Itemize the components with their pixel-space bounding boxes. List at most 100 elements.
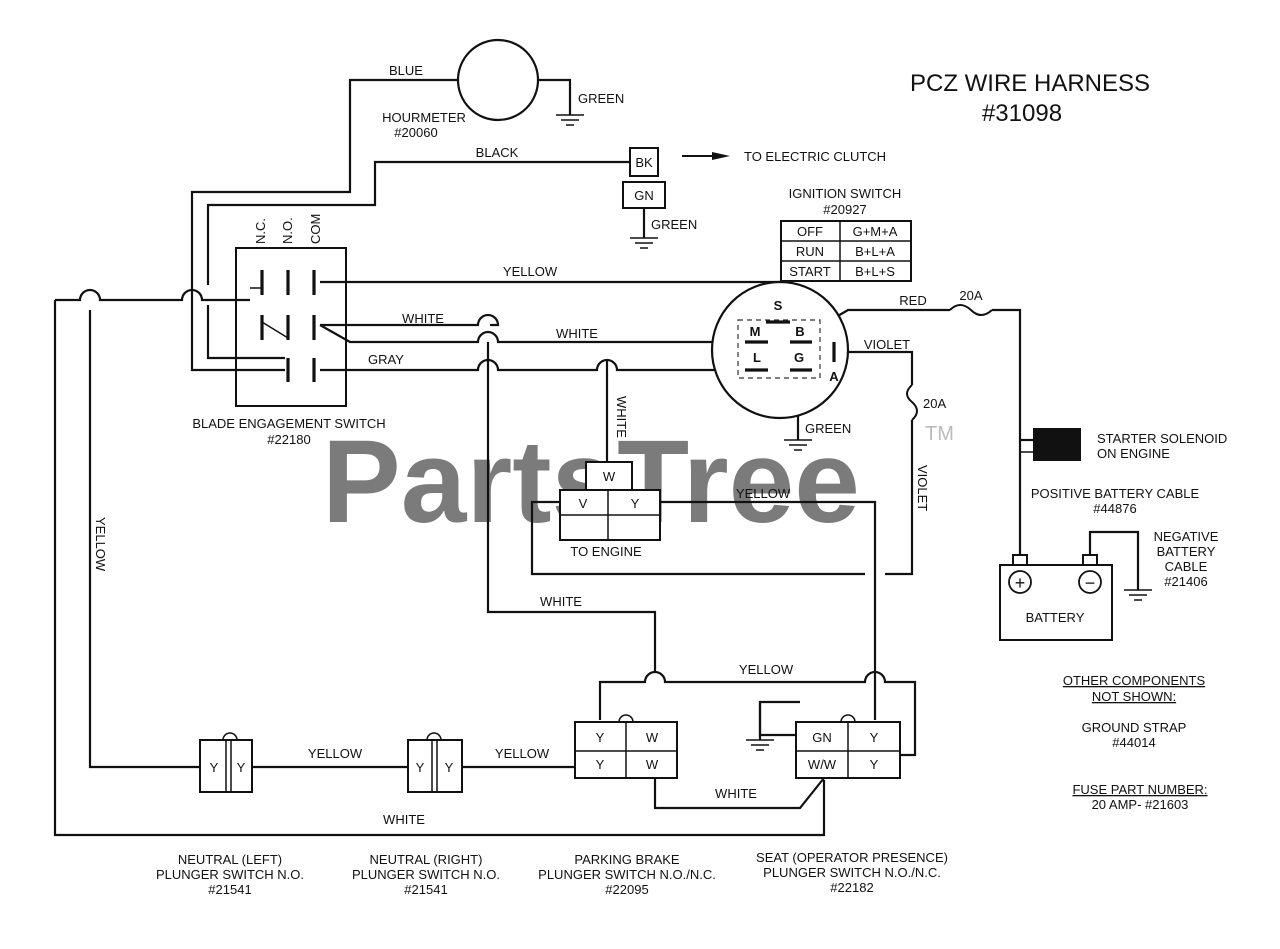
ignition-pos-run: RUN (796, 244, 824, 259)
hourmeter-part: #20060 (394, 125, 437, 140)
wire-label-yellow-neutral2: YELLOW (495, 746, 550, 761)
wire-label-green-clutch: GREEN (651, 217, 697, 232)
wire-label-white-mid: WHITE (556, 326, 598, 341)
neutral-right-y2: Y (445, 760, 454, 775)
fuse-value: 20 AMP- #21603 (1092, 797, 1189, 812)
seat-tl: GN (812, 730, 832, 745)
starter-label-1: STARTER SOLENOID (1097, 431, 1227, 446)
neutral-left-label-2: PLUNGER SWITCH N.O. (156, 867, 304, 882)
hourmeter-label: HOURMETER (382, 110, 466, 125)
ignition-label: IGNITION SWITCH (789, 186, 902, 201)
terminal-m: M (750, 324, 761, 339)
wire-label-blue: BLUE (389, 63, 423, 78)
clutch-bk: BK (635, 155, 653, 170)
ignition-pos-start: START (789, 264, 830, 279)
wire-label-fuse-right: 20A (923, 396, 946, 411)
seat-label-2: PLUNGER SWITCH N.O./N.C. (763, 865, 941, 880)
ground-icon (784, 439, 812, 451)
brake-br: W (646, 757, 659, 772)
arrowhead-icon (712, 152, 730, 160)
positive-cable-part: #44876 (1093, 501, 1136, 516)
watermark-tm: TM (925, 423, 954, 445)
neutral-left-switch: Y Y NEUTRAL (LEFT) PLUNGER SWITCH N.O. #… (156, 732, 304, 897)
ignition-switch-body (710, 280, 850, 420)
starter-label-2: ON ENGINE (1097, 446, 1170, 461)
blade-header-com: COM (308, 214, 323, 244)
parking-brake-switch: Y W Y W PARKING BRAKE PLUNGER SWITCH N.O… (538, 714, 716, 897)
wire-label-green-ignition: GREEN (805, 421, 851, 436)
wire-label-yellow-lower: YELLOW (739, 662, 794, 677)
clutch-destination: TO ELECTRIC CLUTCH (744, 149, 886, 164)
brake-tl: Y (596, 730, 605, 745)
neutral-left-y1: Y (210, 760, 219, 775)
fuse-icon (906, 384, 918, 421)
brake-part: #22095 (605, 882, 648, 897)
seat-part: #22182 (830, 880, 873, 895)
wire-label-yellow-top: YELLOW (503, 264, 558, 279)
engine-connector: W V Y TO ENGINE (559, 461, 661, 559)
fuse-heading: FUSE PART NUMBER: (1072, 782, 1207, 797)
wire-label-gray: GRAY (368, 352, 404, 367)
neutral-left-part: #21541 (208, 882, 251, 897)
starter-solenoid: STARTER SOLENOID ON ENGINE (1020, 428, 1227, 461)
diagram-part-number: #31098 (982, 100, 1062, 127)
wire-label-fuse-top: 20A (959, 288, 982, 303)
fuse-icon (949, 304, 993, 316)
ignition-switch: IGNITION SWITCH #20927 OFF G+M+A RUN B+L… (710, 186, 912, 420)
wire-label-violet-side: VIOLET (915, 465, 930, 511)
wire-label-black: BLACK (476, 145, 519, 160)
ignition-conn-start: B+L+S (855, 264, 895, 279)
ignition-table: OFF G+M+A RUN B+L+A START B+L+S (780, 220, 912, 282)
neutral-left-label-1: NEUTRAL (LEFT) (178, 852, 282, 867)
blade-header-no: N.O. (280, 217, 295, 244)
seat-tr: Y (870, 730, 879, 745)
neutral-right-switch: Y Y NEUTRAL (RIGHT) PLUNGER SWITCH N.O. … (352, 732, 500, 897)
diagram-title: PCZ WIRE HARNESS (910, 70, 1150, 97)
terminal-l: L (753, 350, 761, 365)
brake-label-1: PARKING BRAKE (574, 852, 680, 867)
battery-label: BATTERY (1026, 610, 1085, 625)
neutral-right-label-2: PLUNGER SWITCH N.O. (352, 867, 500, 882)
blade-engagement-switch: N.C. N.O. COM BLADE ENGAGEMENT SWITCH #2… (192, 214, 385, 447)
engine-y: Y (631, 496, 640, 511)
ground-icon (1124, 589, 1152, 601)
ground-strap-part: #44014 (1112, 735, 1155, 750)
terminal-s: S (774, 298, 783, 313)
terminal-a: A (829, 369, 839, 384)
wire-label-yellow-engine: YELLOW (736, 486, 791, 501)
engine-label: TO ENGINE (570, 544, 642, 559)
wire-labels: BLUE GREEN BLACK GREEN YELLOW WHITE WHIT… (93, 63, 983, 827)
engine-w: W (603, 469, 616, 484)
wire-label-white-vertical: WHITE (614, 396, 629, 438)
minus-icon (1078, 570, 1102, 594)
battery-minus: − (1085, 573, 1096, 593)
negative-cable-2: BATTERY (1157, 544, 1216, 559)
seat-label-1: SEAT (OPERATOR PRESENCE) (756, 850, 948, 865)
engine-v: V (579, 496, 588, 511)
wire-label-yellow-left: YELLOW (93, 517, 108, 572)
battery: POSITIVE BATTERY CABLE #44876 NEGATIVE B… (999, 486, 1219, 641)
wire-label-green-hourmeter: GREEN (578, 91, 624, 106)
negative-cable-part: #21406 (1164, 574, 1207, 589)
clutch-gn: GN (634, 188, 654, 203)
positive-cable-label: POSITIVE BATTERY CABLE (1031, 486, 1200, 501)
fuses (906, 304, 993, 421)
wire-label-violet-top: VIOLET (864, 337, 910, 352)
ground-strap-label: GROUND STRAP (1082, 720, 1187, 735)
ground-icon (630, 237, 658, 249)
wire-label-red: RED (899, 293, 926, 308)
terminal-b: B (795, 324, 804, 339)
blade-header-nc: N.C. (253, 218, 268, 244)
battery-plus: + (1015, 573, 1026, 593)
wire-label-white-brake: WHITE (715, 786, 757, 801)
clutch-connector: BK GN TO ELECTRIC CLUTCH (622, 147, 886, 209)
wire-label-white-switch: WHITE (402, 311, 444, 326)
ignition-conn-off: G+M+A (853, 224, 898, 239)
negative-cable-3: CABLE (1165, 559, 1208, 574)
hourmeter: HOURMETER #20060 (382, 38, 540, 140)
wire-label-white-lower: WHITE (540, 594, 582, 609)
seat-bl: W/W (808, 757, 837, 772)
blade-switch-part: #22180 (267, 432, 310, 447)
ground-icon (556, 114, 584, 126)
